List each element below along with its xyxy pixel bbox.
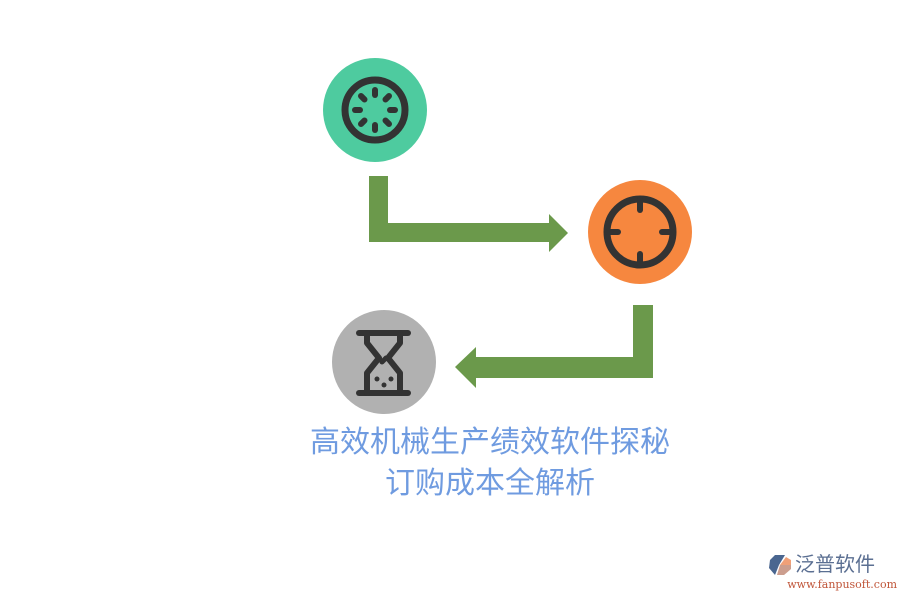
loading-spinner-icon (341, 76, 409, 144)
brand-url: www.fanpusoft.com (787, 578, 897, 591)
node-circle-orange (588, 180, 692, 284)
crosshair-target-icon (603, 195, 677, 269)
arrow-step2-to-step3 (455, 305, 653, 388)
brand-logo-icon (769, 555, 791, 575)
title-line-2: 订购成本全解析 (385, 466, 595, 501)
brand-logo[interactable]: 泛普软件 www.fanpusoft.com (767, 551, 897, 596)
brand-name: 泛普软件 (795, 552, 875, 576)
node-step-1 (323, 58, 427, 162)
node-circle-green (323, 58, 427, 162)
node-step-3 (332, 310, 436, 414)
hourglass-icon (356, 330, 411, 396)
node-step-2 (588, 180, 692, 284)
arrow-step1-to-step2 (369, 176, 568, 252)
title-line-1: 高效机械生产绩效软件探秘 (310, 425, 670, 460)
